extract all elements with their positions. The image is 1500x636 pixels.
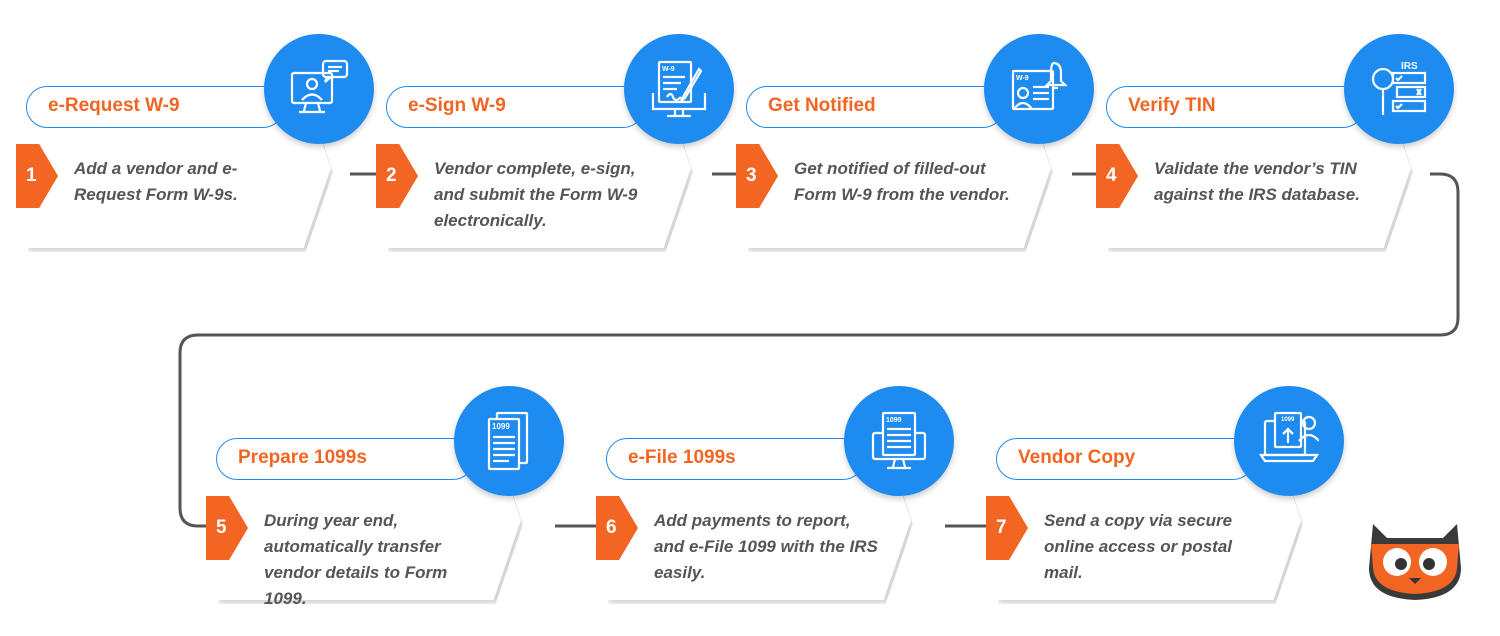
step-6: e-File 1099s Add payments to report, and… — [596, 360, 954, 604]
step-5: Prepare 1099s During year end, automatic… — [206, 360, 564, 608]
step-title-pill — [746, 86, 1004, 128]
step-title-pill — [386, 86, 644, 128]
efile-monitor-icon: 1099 — [844, 386, 954, 496]
form-1099-label: 1099 — [1281, 417, 1295, 423]
step-title: Prepare 1099s — [238, 447, 367, 468]
step-title: Verify TIN — [1128, 95, 1216, 116]
notification-bell-icon: W-9 — [984, 34, 1094, 144]
step-description: Send a copy via secure online access or … — [1044, 511, 1233, 582]
step-description: Get notified of filled-out Form W-9 from… — [794, 159, 1010, 204]
step-description: Validate the vendor’s TIN against the IR… — [1154, 159, 1360, 204]
vendor-chat-icon — [264, 34, 374, 144]
step-2: e-Sign W-9 Vendor complete, e-sign, and … — [376, 8, 734, 252]
step-title-pill — [606, 438, 864, 480]
irs-label: IRS — [1401, 61, 1418, 72]
step-title: Vendor Copy — [1018, 447, 1136, 468]
form-1099-stack-icon: 1099 — [454, 386, 564, 496]
sign-form-icon: W-9 — [624, 34, 734, 144]
send-copy-icon: 1099 — [1234, 386, 1344, 496]
step-description: During year end, automatically transfer … — [264, 511, 448, 608]
step-4: Verify TIN Validate the vendor’s TIN aga… — [1096, 8, 1454, 252]
step-description: Add a vendor and e-Request Form W-9s. — [74, 159, 238, 204]
form-1099-label: 1099 — [886, 417, 902, 424]
step-title: e-File 1099s — [628, 447, 736, 468]
step-description: Add payments to report, and e-File 1099 … — [654, 511, 878, 582]
step-title-pill — [216, 438, 474, 480]
step-title: e-Request W-9 — [48, 95, 180, 116]
form-1099-label: 1099 — [492, 422, 510, 431]
step-7: Vendor Copy Send a copy via secure onlin… — [986, 360, 1344, 604]
step-title-pill — [1106, 86, 1364, 128]
step-title: Get Notified — [768, 95, 876, 116]
step-3: Get Notified Get notified of filled-out … — [736, 8, 1094, 252]
step-1: e-Request W-9 Add a vendor and e-Request… — [16, 8, 374, 252]
irs-verify-icon: IRS — [1344, 34, 1454, 144]
w9-label: W-9 — [662, 66, 675, 73]
step-description: Vendor complete, e-sign, and submit the … — [434, 159, 638, 230]
step-title-pill — [996, 438, 1254, 480]
w9-label: W-9 — [1016, 75, 1029, 82]
step-title: e-Sign W-9 — [408, 95, 506, 116]
owl-mascot-logo — [1369, 524, 1461, 600]
